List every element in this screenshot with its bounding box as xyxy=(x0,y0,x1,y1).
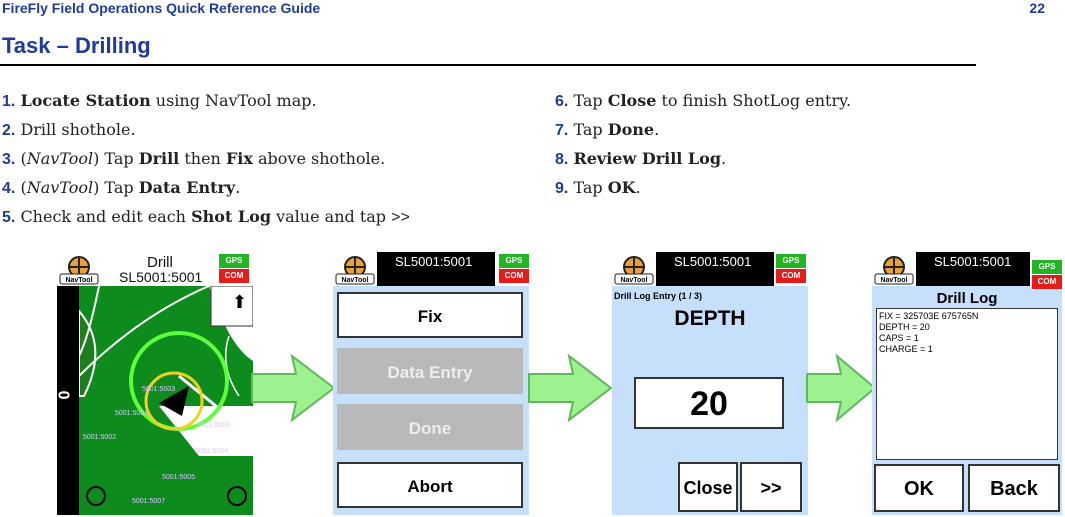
svg-text:NavTool: NavTool xyxy=(620,277,647,284)
log-text-area[interactable]: FIX = 325703E 675765N DEPTH = 20 CAPS = … xyxy=(876,308,1058,460)
step-2: 2. Drill shothole. xyxy=(2,120,136,139)
done-button[interactable]: Done xyxy=(337,404,523,450)
station-label: 5001:5005 xyxy=(162,474,196,481)
entry-station: SL5001:5001 xyxy=(674,254,752,269)
log-station: SL5001:5001 xyxy=(934,254,1012,269)
close-button[interactable]: Close xyxy=(678,462,738,512)
map-title: Drill xyxy=(147,254,173,271)
page-number: 22 xyxy=(1029,0,1045,16)
back-button[interactable]: Back xyxy=(968,464,1060,512)
com-indicator: COM xyxy=(499,269,529,283)
log-screen: NavTool SL5001:5001 GPS COM Drill Log FI… xyxy=(872,252,1062,515)
data-entry-button[interactable]: Data Entry xyxy=(337,348,523,394)
field-name: DEPTH xyxy=(674,307,746,330)
guide-title: FireFly Field Operations Quick Reference… xyxy=(2,0,321,16)
navtool-logo: NavTool xyxy=(59,254,99,286)
step-1: 1. Locate Station using NavTool map. xyxy=(2,91,317,110)
title-rule xyxy=(0,64,976,66)
station-label: 5001:5007 xyxy=(132,498,166,505)
map-station: SL5001:5001 xyxy=(119,269,203,285)
step-7: 7. Tap Done. xyxy=(555,120,660,139)
log-line: CHARGE = 1 xyxy=(879,344,933,354)
step-3: 3. (NavTool) Tap Drill then Fix above sh… xyxy=(2,149,386,168)
step-4: 4. (NavTool) Tap Data Entry. xyxy=(2,178,241,197)
station-label: 5001:5004 xyxy=(195,448,229,455)
step-9: 9. Tap OK. xyxy=(555,178,641,197)
entry-caption: Drill Log Entry (1 / 3) xyxy=(614,291,703,301)
step-8: 8. Review Drill Log. xyxy=(555,149,727,168)
log-line: DEPTH = 20 xyxy=(879,322,930,332)
gps-indicator: GPS xyxy=(1032,260,1062,274)
map-screen: NavTool Drill SL5001:5001 GPS COM 0 ⬆ 50… xyxy=(57,252,253,515)
map-canvas[interactable] xyxy=(79,286,253,515)
step-5: 5. Check and edit each Shot Log value an… xyxy=(2,207,410,226)
navtool-logo: NavTool xyxy=(335,256,375,285)
fix-button[interactable]: Fix xyxy=(337,292,523,338)
gps-indicator: GPS xyxy=(776,254,806,268)
value-field[interactable]: 20 xyxy=(634,377,784,429)
menu-station: SL5001:5001 xyxy=(395,254,473,269)
ok-button[interactable]: OK xyxy=(874,464,964,512)
svg-text:NavTool: NavTool xyxy=(880,277,907,284)
com-indicator: COM xyxy=(1032,275,1062,289)
arrow-right-icon xyxy=(528,353,613,423)
navtool-logo: NavTool xyxy=(614,256,654,285)
svg-text:NavTool: NavTool xyxy=(65,277,92,284)
menu-screen: NavTool SL5001:5001 GPS COM Fix Data Ent… xyxy=(333,252,529,515)
abort-button[interactable]: Abort xyxy=(337,462,523,508)
station-label: 5001:5002 xyxy=(83,434,117,441)
next-button[interactable]: >> xyxy=(740,462,802,512)
log-line: FIX = 325703E 675765N xyxy=(879,311,979,321)
gps-indicator: GPS xyxy=(499,254,529,268)
entry-screen: NavTool SL5001:5001 GPS COM Drill Log En… xyxy=(612,252,808,515)
gps-indicator: GPS xyxy=(219,254,249,268)
station-label: 5001:5001 xyxy=(115,410,149,417)
log-line: CAPS = 1 xyxy=(879,333,919,343)
north-arrow-icon: ⬆ xyxy=(232,292,248,312)
com-indicator: COM xyxy=(776,269,806,283)
svg-text:NavTool: NavTool xyxy=(341,277,368,284)
arrow-right-icon xyxy=(806,353,877,423)
navtool-logo: NavTool xyxy=(874,256,914,285)
section-title: Task – Drilling xyxy=(2,33,151,58)
log-title: Drill Log xyxy=(936,290,998,307)
scale-bar: 0 xyxy=(57,286,79,515)
com-indicator: COM xyxy=(219,269,249,283)
step-6: 6. Tap Close to finish ShotLog entry. xyxy=(555,91,852,110)
station-label: 5001:5006 xyxy=(197,422,231,429)
arrow-right-icon xyxy=(251,353,336,423)
station-label: 5001:5003 xyxy=(142,386,176,393)
